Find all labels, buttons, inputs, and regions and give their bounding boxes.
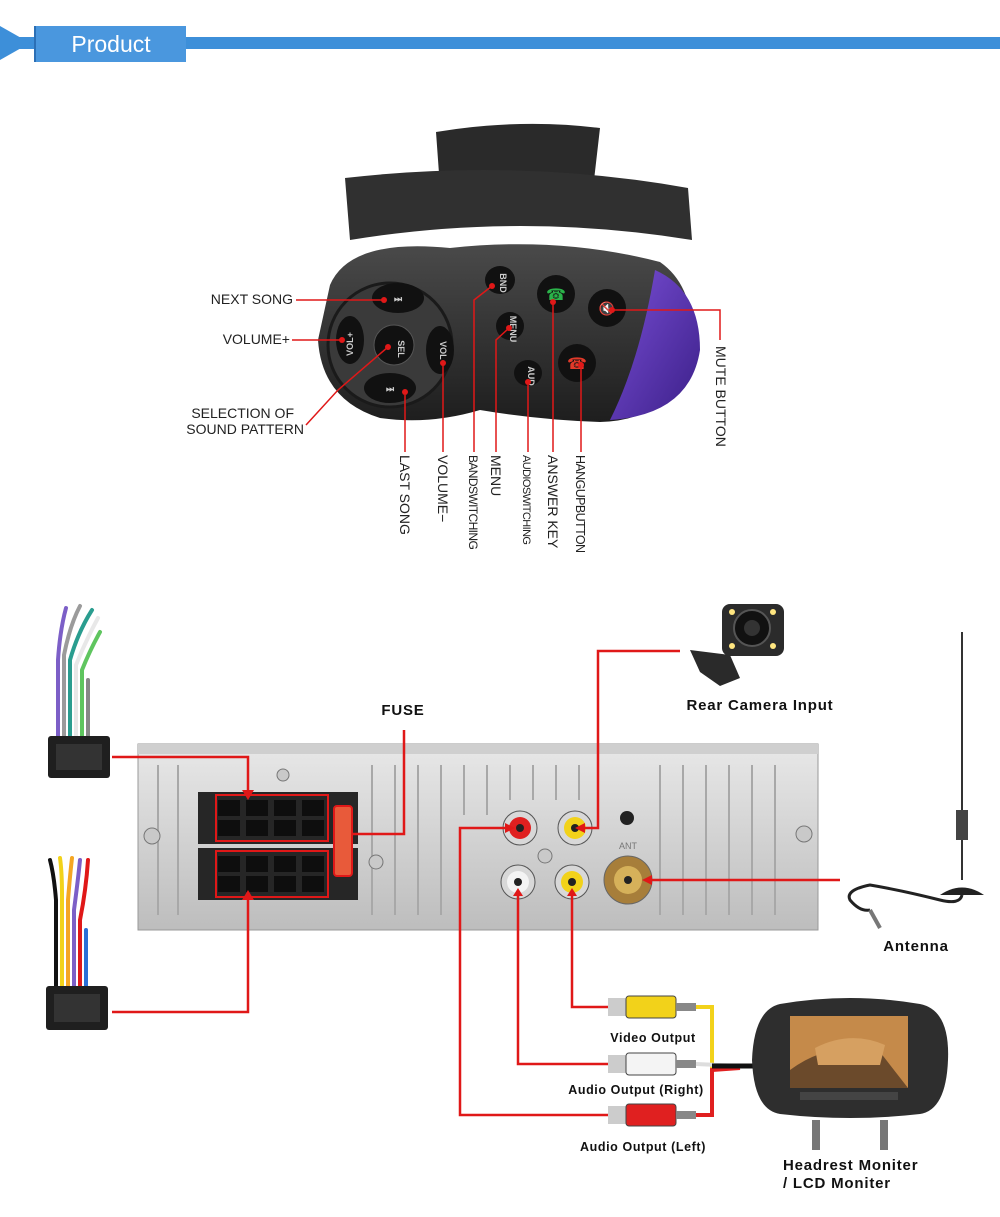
- label-volume-minus: VOLUME−: [435, 455, 451, 522]
- vol-minus-button[interactable]: [426, 326, 454, 374]
- headrest-monitor: [752, 998, 949, 1150]
- panel-screw-mid: [368, 854, 384, 870]
- bnd-label: BND: [498, 273, 508, 293]
- label-antenna: Antenna: [883, 938, 949, 955]
- panel-screw-right: [795, 825, 813, 843]
- label-headrest-2: / LCD Moniter: [783, 1175, 891, 1192]
- label-menu: MENU: [488, 455, 504, 496]
- sel-label: SEL: [396, 340, 406, 358]
- harness-bottom: [46, 856, 108, 1030]
- next-song-button[interactable]: [372, 283, 424, 313]
- last-song-button[interactable]: [364, 373, 416, 403]
- menu-label: MENU: [508, 316, 518, 343]
- panel-screw-top: [276, 768, 290, 782]
- remote-clip: [345, 170, 692, 240]
- panel-screw-left: [143, 827, 161, 845]
- rear-camera: [690, 604, 784, 686]
- label-audio-right: Audio Output (Right): [568, 1083, 704, 1097]
- label-volume-plus: VOLUME+: [223, 331, 290, 347]
- wiring-arrowheads: [242, 790, 652, 900]
- remote-callouts: [292, 285, 721, 452]
- answer-button[interactable]: [537, 275, 575, 313]
- label-mute: MUTE BUTTON: [713, 346, 729, 447]
- label-selection-1: SELECTION OF: [191, 405, 294, 421]
- ant-jack-label: ANT: [619, 841, 638, 851]
- label-selection-2: SOUND PATTERN: [186, 421, 304, 437]
- vol-minus-label: VOL−: [438, 341, 448, 365]
- wiring-connection-lines: [112, 649, 840, 1117]
- iso-highlight-bottom: [215, 850, 329, 898]
- answer-phone-icon: ☎: [546, 287, 566, 304]
- radio-back-panel: ANT: [137, 743, 819, 931]
- aud-button[interactable]: [514, 360, 542, 386]
- harness-top: [48, 604, 110, 778]
- panel-hole: [620, 811, 634, 825]
- sel-button[interactable]: [373, 324, 415, 366]
- mute-button[interactable]: [588, 289, 626, 327]
- label-headrest-1: Headrest Moniter: [783, 1157, 918, 1174]
- panel-screw-rca: [537, 848, 553, 864]
- next-song-icon: ⏭: [394, 294, 403, 304]
- hangup-button[interactable]: [558, 344, 596, 382]
- vol-plus-label: VOL+: [345, 332, 355, 356]
- page-title: Product details: [34, 26, 186, 93]
- last-song-icon: ⏭: [386, 384, 395, 394]
- remote-callout-dots: [339, 283, 615, 395]
- steering-wheel-remote: ⏭ ⏭ VOL+ VOL− SEL BND MENU AUD ☎ ☎ 🔇: [318, 123, 700, 422]
- iso-highlight-top: [215, 794, 329, 842]
- hangup-phone-icon: ☎: [567, 356, 587, 373]
- label-band-switching: BANDSWITCHING: [466, 455, 480, 549]
- dpad: ⏭ ⏭ VOL+ VOL− SEL: [326, 281, 454, 409]
- header-bar: [0, 37, 1000, 49]
- remote-led-panel: [610, 270, 700, 420]
- label-audio-switching: AUDIOSWITCHING: [520, 455, 532, 544]
- antenna-jack: ANT: [603, 841, 653, 905]
- antenna-device: [847, 632, 984, 929]
- label-video-output: Video Output: [610, 1031, 696, 1045]
- label-next-song: NEXT SONG: [211, 291, 293, 307]
- label-audio-left: Audio Output (Left): [580, 1140, 706, 1154]
- label-rear-camera: Rear Camera Input: [687, 697, 834, 714]
- vol-plus-button[interactable]: [336, 316, 364, 364]
- label-answer-key: ANSWER KEY: [545, 455, 561, 549]
- label-fuse: FUSE: [381, 702, 424, 719]
- aud-label: AUD: [526, 366, 536, 386]
- label-last-song: LAST SONG: [397, 455, 413, 535]
- rca-jacks: [500, 810, 593, 900]
- rca-plugs: [608, 995, 768, 1127]
- fuse: [333, 805, 353, 877]
- label-hang-up: HANGUPBUTTON: [573, 455, 587, 553]
